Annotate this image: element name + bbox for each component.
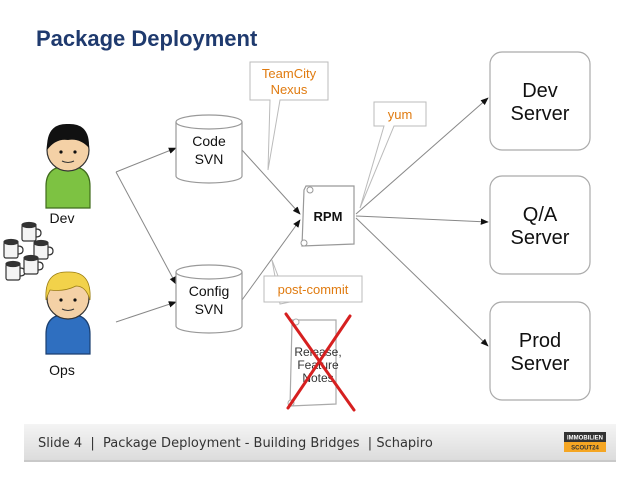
build-callout: TeamCity Nexus — [249, 61, 329, 171]
rpm-to-prod-server-arrow — [355, 217, 489, 347]
qa-server-line1: Q/A — [523, 204, 558, 226]
slide-footer: Slide 4 | Package Deployment - Building … — [24, 424, 616, 462]
immobilienscout-logo: IMMOBILIEN SCOUT24 — [564, 432, 606, 452]
config-to-rpm-arrow — [241, 219, 301, 301]
prod-server-line1: Prod — [519, 330, 561, 352]
ops-to-config-arrow — [115, 301, 177, 323]
slide-title: Package Deployment — [36, 26, 258, 51]
ops-actor-label: Ops — [49, 362, 75, 378]
qa-server: Q/A Server — [489, 175, 591, 275]
config-svn-label-line2: SVN — [195, 301, 224, 317]
dev-server-line2: Server — [511, 103, 570, 125]
rpm-label: RPM — [314, 209, 343, 224]
dev-person-icon — [45, 123, 91, 209]
dev-to-config-arrow — [115, 171, 177, 285]
build-callout-line1: TeamCity — [262, 66, 317, 81]
post-commit-callout: post-commit — [263, 259, 363, 305]
dev-server-line1: Dev — [522, 80, 558, 102]
dev-to-code-arrow — [115, 147, 177, 173]
prod-server: Prod Server — [489, 301, 591, 401]
rpm-package: RPM — [300, 185, 355, 247]
coffee-mugs-icon — [3, 221, 54, 281]
config-svn-label-line1: Config — [189, 283, 229, 299]
code-svn-repo: Code SVN — [175, 114, 243, 184]
code-svn-label-line2: SVN — [195, 151, 224, 167]
rpm-to-qa-server-arrow — [355, 215, 489, 225]
dev-server: Dev Server — [489, 51, 591, 151]
rpm-to-dev-server-arrow — [355, 97, 489, 215]
code-to-rpm-arrow — [241, 149, 301, 215]
footer-text: Slide 4 | Package Deployment - Building … — [38, 436, 433, 451]
dev-actor-label: Dev — [50, 210, 75, 226]
post-commit-callout-text: post-commit — [278, 282, 349, 297]
config-svn-repo: Config SVN — [175, 264, 243, 334]
logo-line1: IMMOBILIEN — [567, 436, 603, 442]
code-svn-label-line1: Code — [192, 133, 226, 149]
build-callout-line2: Nexus — [271, 82, 308, 97]
logo-line2: SCOUT24 — [571, 446, 599, 452]
connectors — [115, 97, 489, 347]
yum-callout-text: yum — [388, 107, 413, 122]
prod-server-line2: Server — [511, 353, 570, 375]
ops-person-icon — [45, 271, 91, 355]
release-notes-document: Release, Feature Notes — [287, 318, 342, 407]
qa-server-line2: Server — [511, 227, 570, 249]
strike-cross — [284, 312, 356, 412]
yum-callout: yum — [359, 101, 427, 209]
